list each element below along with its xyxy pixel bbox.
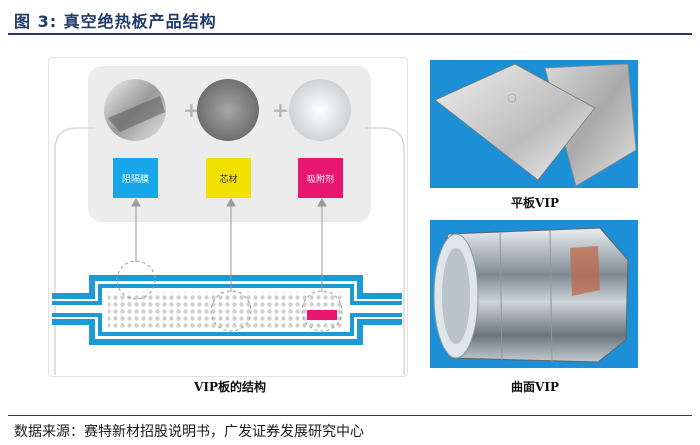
barrier-film-label: 阻隔膜: [113, 158, 158, 198]
flat-vip-caption: 平板VIP: [480, 194, 590, 211]
core-material-label: 芯材: [206, 158, 251, 198]
core-material-photo: [197, 79, 259, 141]
source-divider: [8, 415, 692, 416]
flat-vip-photo: [430, 60, 638, 188]
source-note: 数据来源：赛特新材招股说明书，广发证券发展研究中心: [14, 421, 364, 441]
adsorbent-powder-photo: [289, 79, 351, 141]
curved-vip-photo: [430, 220, 638, 368]
diagram-caption: VIP板的结构: [160, 378, 300, 395]
curved-vip-caption: 曲面VIP: [480, 378, 590, 395]
adsorbent-label: 吸附剂: [298, 158, 343, 198]
adsorbent-pad: [307, 310, 337, 320]
plus-sign: +: [272, 98, 289, 122]
